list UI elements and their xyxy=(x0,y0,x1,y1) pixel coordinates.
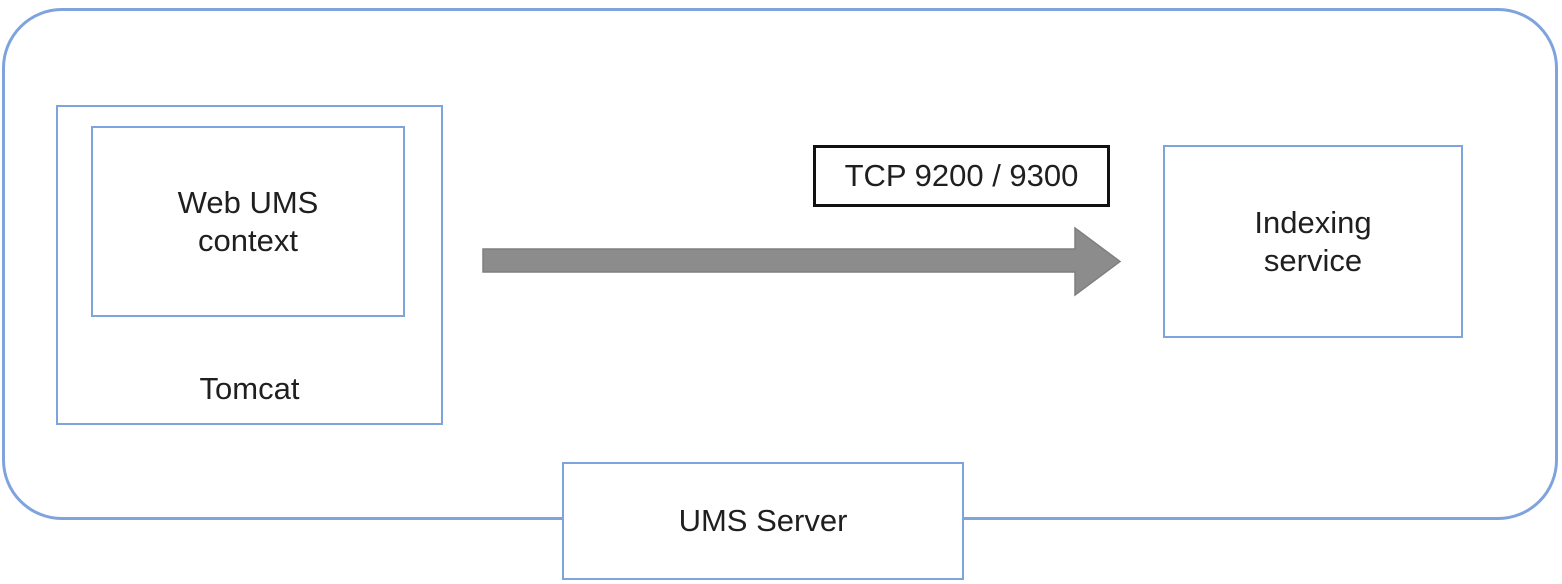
web-ums-context-label: Web UMS context xyxy=(177,185,319,258)
ums-server-label: UMS Server xyxy=(678,503,848,539)
connection-label-box: TCP 9200 / 9300 xyxy=(813,145,1110,207)
connection-label: TCP 9200 / 9300 xyxy=(844,158,1079,193)
node-web-ums-context: Web UMS context xyxy=(91,126,405,317)
node-indexing-service: Indexing service xyxy=(1163,145,1463,338)
arrow-right-icon xyxy=(482,226,1122,297)
node-ums-server: UMS Server xyxy=(562,462,964,580)
indexing-service-label: Indexing service xyxy=(1254,205,1372,278)
tomcat-label: Tomcat xyxy=(199,370,300,406)
